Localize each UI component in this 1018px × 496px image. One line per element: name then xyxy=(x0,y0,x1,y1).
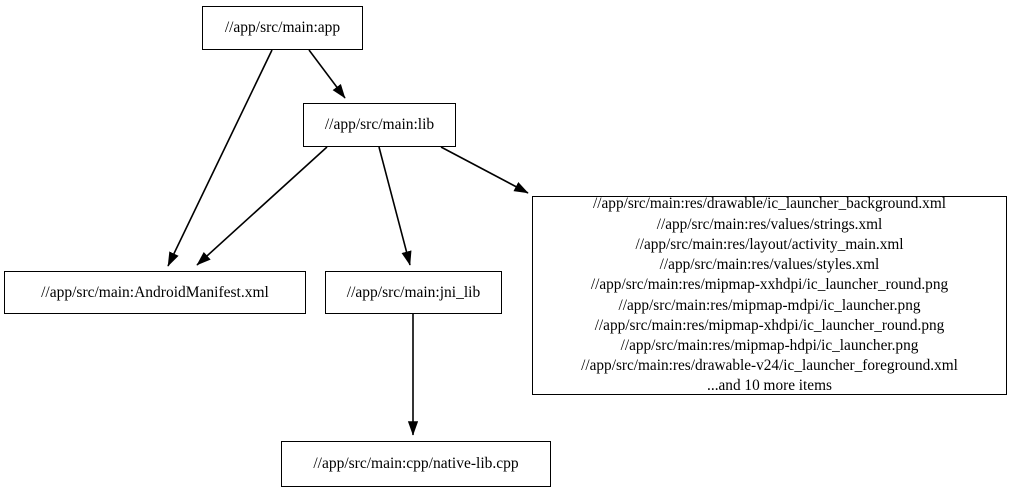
graph-node-res-aggregate[interactable]: //app/src/main:res/drawable/ic_launcher_… xyxy=(532,195,1007,395)
graph-node-lib-label: //app/src/main:lib xyxy=(324,116,435,134)
edge-lib-to-res xyxy=(440,146,529,194)
graph-node-jnilib[interactable]: //app/src/main:jni_lib xyxy=(325,271,502,314)
graph-node-app-label: //app/src/main:app xyxy=(224,19,341,37)
graph-node-res-aggregate-label: //app/src/main:res/drawable/ic_launcher_… xyxy=(581,195,958,395)
graph-node-androidmanifest-label: //app/src/main:AndroidManifest.xml xyxy=(41,283,269,301)
graph-node-nativelib[interactable]: //app/src/main:cpp/native-lib.cpp xyxy=(281,441,551,487)
edge-lib-to-androidmanifest xyxy=(196,146,328,266)
graph-node-jnilib-label: //app/src/main:jni_lib xyxy=(346,283,481,301)
graph-node-nativelib-label: //app/src/main:cpp/native-lib.cpp xyxy=(313,455,519,473)
graph-node-lib[interactable]: //app/src/main:lib xyxy=(303,103,456,147)
graph-node-androidmanifest[interactable]: //app/src/main:AndroidManifest.xml xyxy=(4,271,306,314)
graph-node-app[interactable]: //app/src/main:app xyxy=(202,6,363,50)
edge-app-to-androidmanifest xyxy=(167,49,273,267)
edge-app-to-lib xyxy=(308,49,346,99)
edge-lib-to-jnilib xyxy=(378,146,412,266)
